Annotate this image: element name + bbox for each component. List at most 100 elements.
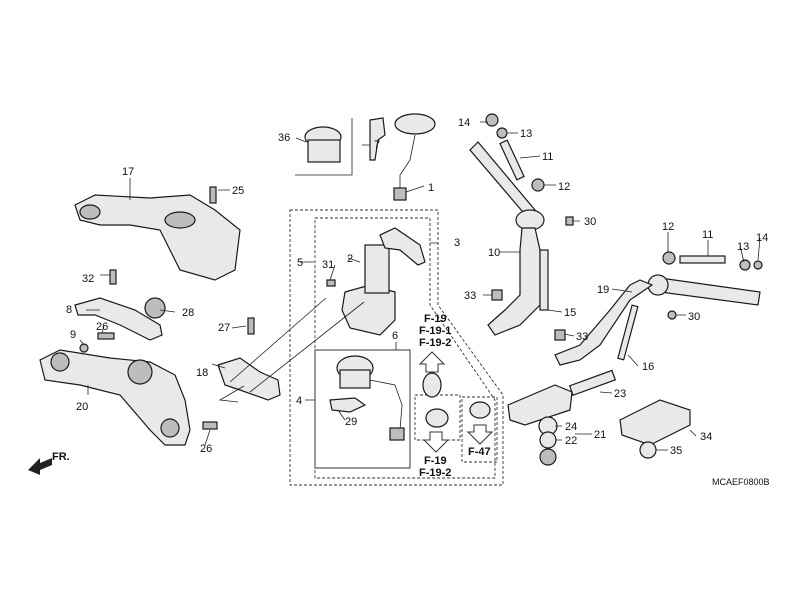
part-2-switch-column (364, 244, 390, 294)
inner-group-outline (314, 217, 496, 479)
label-11-left: 11 (542, 151, 553, 163)
part-13-nut-left (496, 127, 508, 139)
part-23-pad (568, 369, 617, 396)
part-9-washer (79, 343, 89, 353)
label-1: 1 (428, 182, 434, 194)
drawing-code: MCAEF0800B (712, 477, 770, 487)
part-20-bottom-bridge (39, 349, 191, 446)
part-19-handle-arm (554, 279, 654, 366)
part-28-nut (144, 297, 166, 319)
label-12-left: 12 (558, 181, 570, 193)
part-11-pin-right (679, 255, 726, 264)
label-28: 28 (182, 307, 194, 319)
ref-f19-2-b: F-19-2 (419, 467, 451, 479)
label-6: 6 (392, 330, 398, 342)
part-13-nut-right (739, 259, 751, 271)
ref-f47: F-47 (468, 446, 491, 458)
part-17-hole (164, 211, 196, 229)
part-30-bolt-right (667, 310, 677, 320)
front-direction-label: FR. (52, 451, 70, 463)
part-14-cap-left (485, 113, 499, 127)
label-26-upper: 26 (96, 321, 108, 333)
ref-f19-1-a: F-19-1 (419, 325, 451, 337)
part-27-bolt (247, 317, 255, 335)
part-17-top-cover (74, 194, 241, 281)
label-15: 15 (564, 307, 576, 319)
part-22-cell (539, 431, 557, 449)
f19-cylinder (422, 372, 442, 398)
part-16-guide (617, 304, 639, 361)
label-33-left: 33 (464, 290, 476, 302)
part-34-fob (619, 399, 691, 446)
part-8-clamp (74, 297, 163, 341)
part-1-lock (394, 113, 436, 135)
part-31-screw (326, 279, 336, 287)
part-33-bolt-right (554, 329, 566, 341)
key-36-bracket (295, 118, 353, 176)
arrow-up-f19 (418, 351, 446, 373)
label-30-left: 30 (584, 216, 596, 228)
part-32-bolt (109, 269, 117, 285)
ref-f19-a: F-19 (424, 313, 447, 325)
ref-f19-b: F-19 (424, 455, 447, 467)
label-35: 35 (670, 445, 682, 457)
part-10-handle-grip (469, 141, 536, 219)
part-6-connector (389, 427, 405, 441)
part-20-fork-right (160, 418, 180, 438)
label-36: 36 (278, 132, 290, 144)
label-11-right: 11 (702, 229, 713, 241)
label-23: 23 (614, 388, 626, 400)
label-20: 20 (76, 401, 88, 413)
part-29-plate (329, 397, 367, 413)
f19-cylinder-lower (425, 408, 449, 428)
part-26-bolt-upper (97, 332, 115, 340)
label-5: 5 (297, 257, 303, 269)
label-19: 19 (597, 284, 609, 296)
label-14-right: 14 (756, 232, 768, 244)
part-20-fork-left (50, 352, 70, 372)
part-17-hole-2 (79, 204, 101, 220)
label-21: 21 (594, 429, 606, 441)
part-12-nut-left (531, 178, 545, 192)
part-21-cell (539, 448, 557, 466)
label-4: 4 (296, 395, 302, 407)
part-36-body (307, 139, 341, 163)
ref-f19-2-a: F-19-2 (419, 337, 451, 349)
part-12-nut-right (662, 251, 676, 265)
label-7: 7 (374, 139, 380, 151)
f47-subgroup-box (461, 396, 498, 463)
label-16: 16 (642, 361, 654, 373)
label-29: 29 (345, 416, 357, 428)
part-26-bolt-lower (202, 421, 218, 430)
label-12-right: 12 (662, 221, 674, 233)
label-32: 32 (82, 273, 94, 285)
leader-lines (79, 121, 761, 451)
label-25: 25 (232, 185, 244, 197)
arrow-down-f19 (422, 431, 450, 453)
label-33-right: 33 (576, 331, 588, 343)
label-13-right: 13 (737, 241, 749, 253)
label-18: 18 (196, 367, 208, 379)
switch-subgroup-box (314, 349, 411, 469)
part-6-housing (339, 369, 371, 389)
part-25-bolt (209, 186, 217, 204)
front-arrow-icon (28, 458, 52, 475)
label-22: 22 (565, 435, 577, 447)
label-34: 34 (700, 431, 712, 443)
f47-cylinder (469, 401, 491, 419)
label-26-lower: 26 (200, 443, 212, 455)
part-10-handle-end (515, 209, 545, 231)
part-6-wire (369, 379, 403, 431)
part-15-guide (539, 249, 549, 311)
label-17: 17 (122, 166, 134, 178)
main-group-outline (289, 209, 504, 486)
part-3-key (379, 227, 426, 266)
part-10-handle-arm (487, 227, 541, 336)
reference-labels: F-19 F-19-1 F-19-2 F-19 F-19-2 F-47 (419, 313, 491, 479)
label-31: 31 (322, 259, 334, 271)
part-21-fob (507, 384, 573, 426)
part-1-wire (399, 134, 416, 190)
part-35-cell (639, 441, 657, 459)
part-19-handle-grip (659, 277, 761, 306)
